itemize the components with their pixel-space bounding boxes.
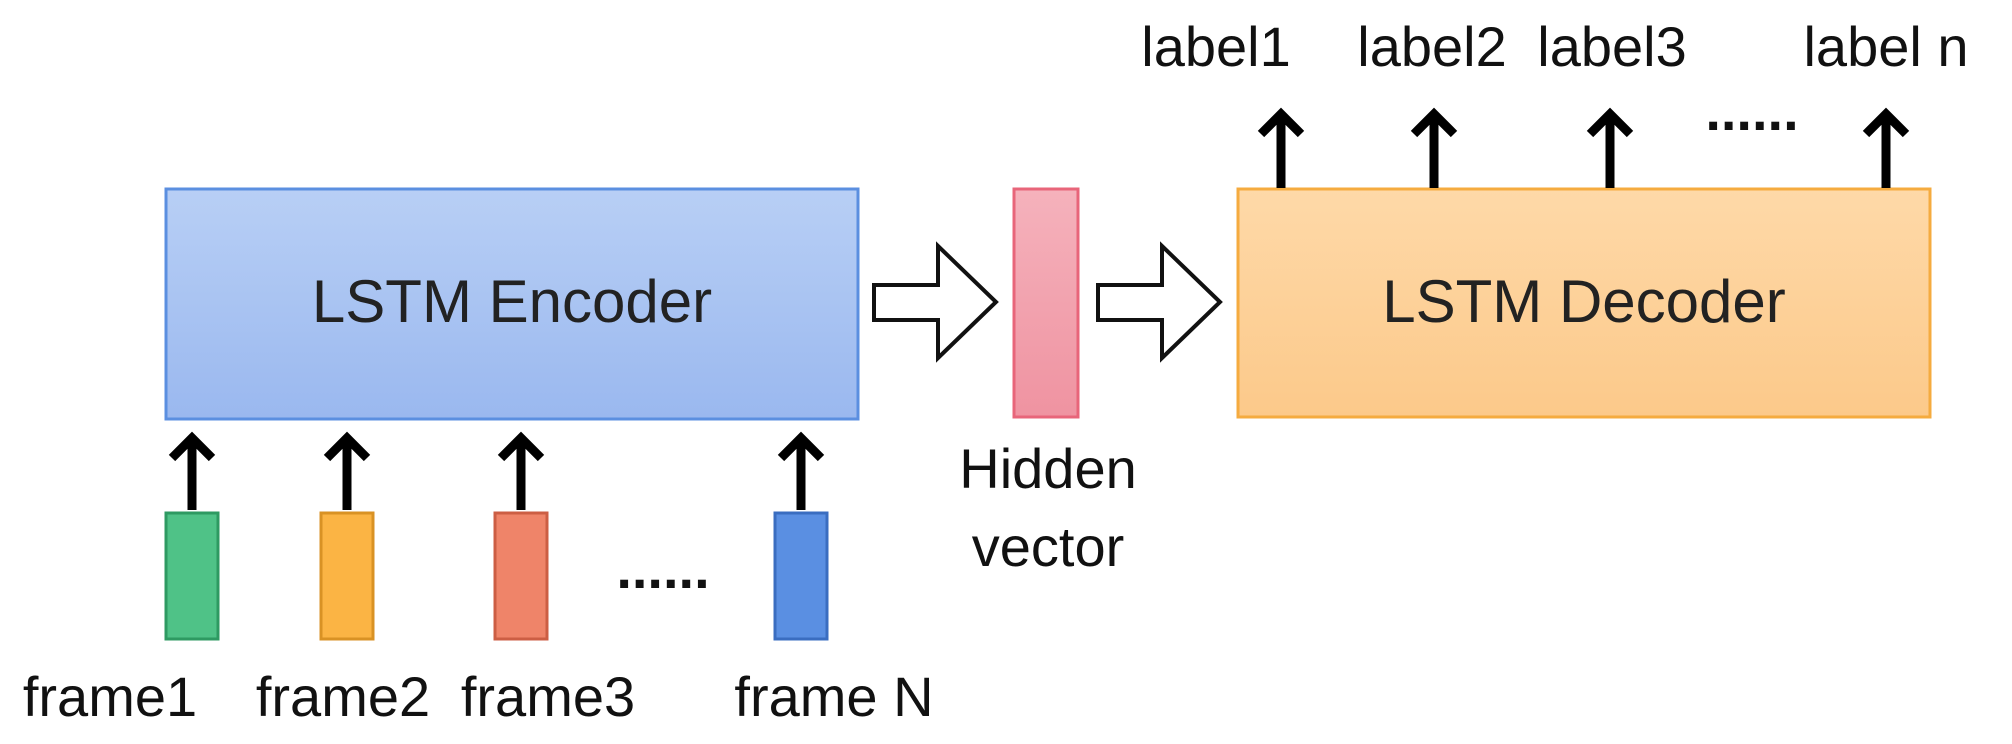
frame2-block bbox=[319, 511, 375, 641]
frame3-label: frame3 bbox=[461, 665, 635, 728]
decoder-label: LSTM Decoder bbox=[1382, 268, 1785, 335]
label3-text: label3 bbox=[1537, 15, 1686, 78]
frame1-up-arrow-icon bbox=[168, 431, 216, 510]
frameN-up-arrow-icon bbox=[777, 431, 825, 510]
hidden-vector-box bbox=[1012, 187, 1080, 419]
label2-up-arrow-icon bbox=[1410, 107, 1458, 188]
frame2-label: frame2 bbox=[256, 665, 430, 728]
hidden-vector-label-line1: Hidden bbox=[959, 437, 1136, 500]
labels-ellipsis: ...... bbox=[1705, 79, 1798, 142]
frameN-label: frame N bbox=[734, 665, 933, 728]
frameN-block bbox=[773, 511, 829, 641]
labeln-up-arrow-icon bbox=[1862, 107, 1910, 188]
frame3-up-arrow-icon bbox=[497, 431, 545, 510]
label3-up-arrow-icon bbox=[1586, 107, 1634, 188]
label1-text: label1 bbox=[1141, 15, 1290, 78]
frames-ellipsis: ...... bbox=[616, 537, 709, 600]
frame1-block bbox=[164, 511, 220, 641]
labeln-text: label n bbox=[1803, 15, 1968, 78]
label1-up-arrow-icon bbox=[1257, 107, 1305, 188]
encoder-to-hidden-arrow-icon bbox=[872, 241, 999, 363]
frame3-block bbox=[493, 511, 549, 641]
label2-text: label2 bbox=[1357, 15, 1506, 78]
frame1-label: frame1 bbox=[23, 665, 197, 728]
encoder-label: LSTM Encoder bbox=[312, 268, 712, 335]
frame2-up-arrow-icon bbox=[323, 431, 371, 510]
encoder-box bbox=[164, 187, 860, 421]
hidden-vector-label-line2: vector bbox=[972, 515, 1125, 578]
decoder-box bbox=[1236, 187, 1932, 419]
hidden-to-decoder-arrow-icon bbox=[1096, 241, 1223, 363]
